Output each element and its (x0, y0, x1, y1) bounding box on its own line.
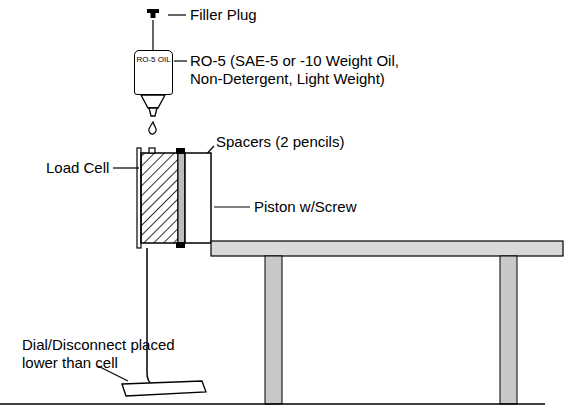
piston (185, 153, 211, 243)
filler-plug (147, 9, 159, 50)
label-text: Piston w/Screw (254, 198, 357, 215)
leader-line (214, 206, 250, 207)
oil-drop (149, 122, 156, 134)
dial-disconnect (122, 381, 206, 396)
part-label: Spacers (2 pencils) (216, 133, 344, 151)
label-text: Load Cell (46, 159, 109, 176)
part-label: Load Cell (46, 159, 109, 177)
bottle-label: RO-5 OIL (135, 55, 172, 64)
leader-line (113, 167, 139, 168)
part-label: Piston w/Screw (254, 198, 357, 216)
table (211, 241, 563, 404)
oil-nozzle (141, 95, 165, 116)
oil-bottle: RO-5 OIL (134, 50, 173, 95)
leader-line (168, 14, 186, 15)
note-label: Dial/Disconnect placed lower than cell (22, 336, 200, 372)
spacer-pencils (176, 148, 185, 248)
cable (147, 248, 152, 384)
part-label: RO-5 (SAE-5 or -10 Weight Oil, Non-Deter… (190, 52, 422, 88)
leader-line (174, 60, 187, 61)
part-label: Filler Plug (190, 6, 257, 24)
load-cell (137, 148, 178, 248)
floor-line (0, 403, 545, 404)
label-text: Dial/Disconnect placed lower than cell (22, 336, 175, 371)
label-text: Filler Plug (190, 6, 257, 23)
label-text: RO-5 (SAE-5 or -10 Weight Oil, Non-Deter… (190, 52, 399, 87)
label-text: Spacers (2 pencils) (216, 133, 344, 150)
